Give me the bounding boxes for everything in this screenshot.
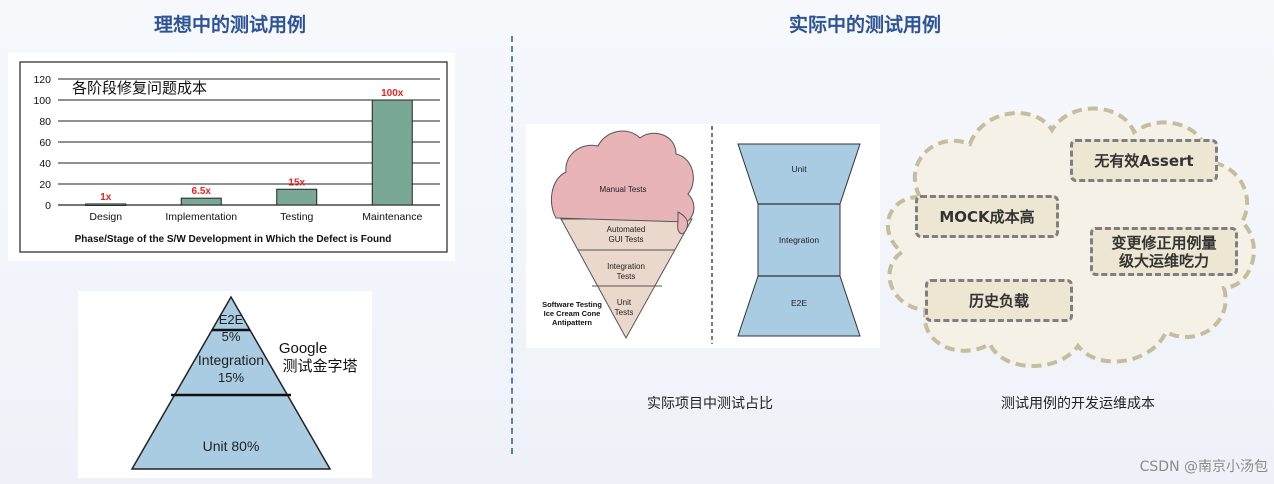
cloud-item-mock-cost: MOCK成本高: [915, 195, 1059, 238]
right-section-title: 实际中的测试用例: [788, 14, 941, 36]
bar-data-label: 15x: [288, 177, 305, 188]
ice-cream-caption-line1: Software Testing: [542, 300, 602, 309]
chart-x-axis-label: Phase/Stage of the S/W Development in Wh…: [75, 234, 392, 245]
bar-data-label: 6.5x: [192, 186, 212, 197]
pyramid-e2e-name: E2E: [219, 312, 244, 327]
y-tick-label: 100: [33, 95, 51, 107]
cloud-item-change-cost: 变更修正用例量 级大运维吃力: [1090, 227, 1238, 276]
cone-layer1-line1: Automated: [607, 225, 646, 234]
ice-cream-drip: [677, 211, 689, 235]
pyramid-shape: [130, 295, 332, 470]
cloud-item-change-line2: 级大运维吃力: [1118, 251, 1209, 270]
pyramid-label-line1: Google: [279, 340, 327, 357]
hourglass-shape: [737, 143, 861, 337]
pyramid-integration-name: Integration: [198, 352, 264, 368]
bar-testing: [276, 188, 318, 206]
x-category-label: Testing: [280, 211, 313, 223]
hourglass-integration-label: Integration: [779, 235, 819, 245]
pyramid-unit-label: Unit 80%: [203, 438, 260, 454]
bar-data-label: 1x: [100, 192, 112, 203]
hourglass-unit-label: Unit: [791, 164, 807, 174]
ice-cream-scoop: [550, 130, 695, 223]
chart-frame: [19, 61, 448, 253]
section-divider: [511, 36, 513, 454]
cost-caption: 测试用例的开发运维成本: [1001, 396, 1155, 412]
cloud-item-change-line1: 变更修正用例量: [1111, 233, 1217, 252]
pyramid-e2e-pct: 5%: [222, 329, 241, 344]
watermark: CSDN @南京小汤包: [1139, 459, 1268, 475]
cloud-item-history-load: 历史负载: [925, 279, 1073, 322]
cone-layer2-line2: Tests: [617, 272, 636, 281]
x-category-label: Maintenance: [362, 211, 422, 223]
scoop-label: Manual Tests: [600, 185, 647, 194]
hourglass-e2e-label: E2E: [791, 298, 807, 308]
cloud-item-no-assert: 无有效Assert: [1070, 139, 1218, 182]
anti-pattern-diagram: Manual Tests Automated GUI Tests Integra…: [542, 126, 861, 344]
bar-implementation: [180, 197, 222, 206]
cone-layer3-line2: Tests: [615, 308, 634, 317]
bar-maintenance: [371, 99, 413, 206]
cone-layer3-line1: Unit: [617, 298, 632, 307]
y-tick-label: 40: [39, 158, 51, 170]
chart-overlay-title: 各阶段修复问题成本: [72, 79, 207, 97]
ice-cream-caption-line3: Antipattern: [552, 318, 592, 327]
y-tick-label: 80: [39, 116, 51, 128]
cone-layer1-line2: GUI Tests: [609, 235, 644, 244]
y-tick-label: 60: [39, 137, 51, 149]
bar-data-label: 100x: [381, 88, 404, 99]
ratio-caption: 实际项目中测试占比: [647, 396, 773, 412]
x-category-label: Design: [89, 211, 122, 223]
cone-layer2-line1: Integration: [607, 262, 645, 271]
pyramid-label-line2: 测试金字塔: [282, 357, 357, 375]
y-tick-label: 120: [33, 74, 51, 86]
ice-cream-caption-line2: Ice Cream Cone: [544, 309, 601, 318]
test-pyramid-panel: E2E 5% Integration 15% Unit 80% Google 测…: [78, 291, 372, 478]
left-section-title: 理想中的测试用例: [153, 14, 306, 36]
bar-design: [85, 203, 127, 206]
pyramid-integration-pct: 15%: [218, 370, 244, 385]
anti-pattern-panel: Manual Tests Automated GUI Tests Integra…: [526, 124, 880, 348]
test-pyramid: E2E 5% Integration 15% Unit 80% Google 测…: [130, 295, 358, 470]
y-tick-label: 0: [45, 200, 51, 212]
x-category-label: Implementation: [165, 211, 237, 223]
y-tick-label: 20: [39, 179, 51, 191]
